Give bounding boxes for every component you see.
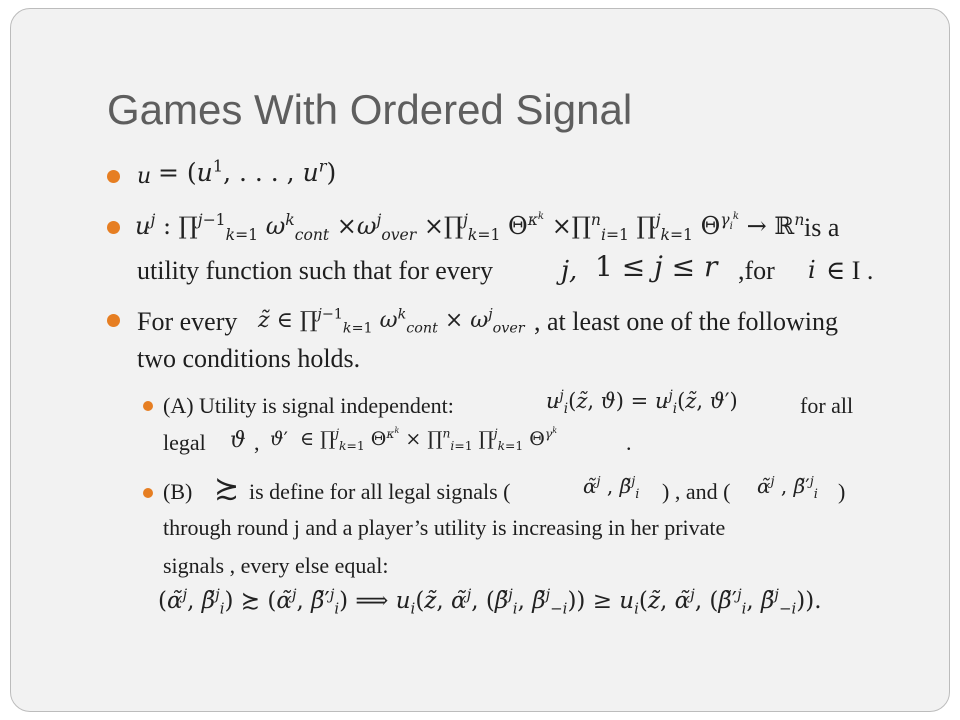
subB-preference-symbol: ≿	[214, 471, 240, 506]
bullet3-lead: For every	[137, 307, 238, 336]
subB-pair2: α̃j , β̃′ji	[757, 474, 818, 502]
bullet2-line2-for: ,for	[738, 256, 775, 285]
bullet3-line2: two conditions holds.	[137, 344, 361, 373]
subB-text-close: )	[838, 479, 846, 504]
sub-bullet-dot	[143, 401, 153, 411]
subA-theta: ϑ	[230, 428, 246, 453]
bullet2-line2-end: ∈ I .	[826, 256, 874, 285]
subB-text-and: ) , and (	[662, 479, 731, 504]
bullet1-lhs: u	[137, 164, 152, 189]
bullet-dot	[107, 314, 120, 327]
subA-line2-sep: ,	[254, 430, 260, 455]
bullet2-range-formula: 1 ≤ j ≤ r	[595, 250, 718, 283]
bullet3-text-end: , at least one of the following	[534, 307, 838, 336]
slide-title: Games With Ordered Signal	[107, 86, 633, 133]
subA-line2-lead: legal	[163, 430, 206, 455]
bullet-dot	[107, 221, 120, 234]
slide-frame	[10, 8, 950, 712]
subA-line2-formula: ϑ′ ∈ ∏jk=1 Θκk × ∏ni=1 ∏jk=1 Θγk	[270, 425, 558, 453]
subB-text-mid: is define for all legal signals (	[249, 479, 511, 504]
bullet2-formula: uj : ∏j−1k=1 ωkcont ×ωjover ×∏jk=1 Θκk ×…	[135, 210, 805, 244]
bullet1-formula: = (u1, . . . , ur)	[158, 156, 337, 187]
bullet2-line2-text: utility function such that for every	[137, 256, 493, 285]
bullet2-line2-i: i	[808, 256, 816, 284]
bullet-dot	[107, 170, 120, 183]
subB-formula: (α̃j, β̃ji) ≿ (α̃j, β̃′ji) ⟹ ui(z̃, α̃j,…	[158, 585, 822, 618]
subA-label: (A) Utility is signal independent:	[163, 393, 454, 418]
subB-line3: signals , every else equal:	[163, 553, 389, 578]
sub-bullet-dot	[143, 488, 153, 498]
subB-pair1: α̃j , β̃ji	[583, 474, 640, 502]
subA-line2-end: .	[626, 430, 632, 455]
subB-label: (B)	[163, 479, 193, 504]
bullet3-formula: z̃ ∈ ∏j−1k=1 ωkcont × ωjover	[258, 306, 525, 337]
subA-text-end: for all	[800, 393, 854, 418]
bullet2-line2-j: j,	[561, 256, 578, 286]
subA-formula: uji(z̃, ϑ) = uji(z̃, ϑ′)	[546, 388, 738, 418]
bullet2-text-end: is a	[804, 213, 840, 242]
subB-line2: through round j and a player’s utility i…	[163, 515, 726, 540]
